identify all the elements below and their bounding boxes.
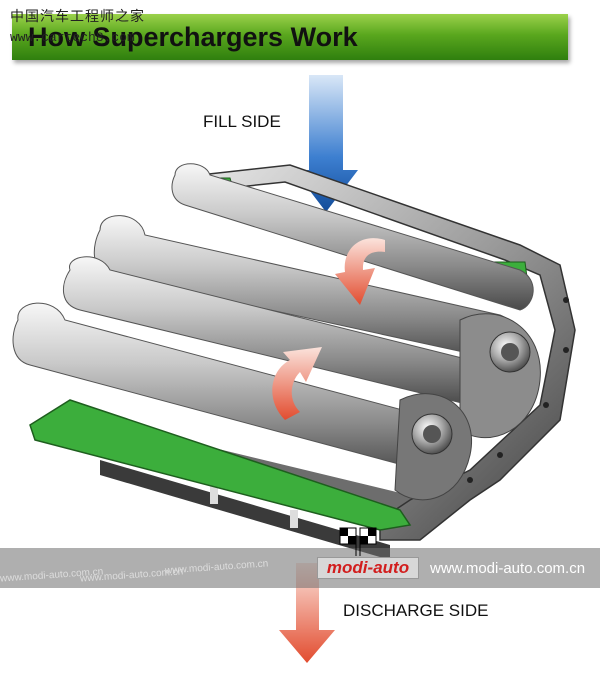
discharge-arrow-icon (279, 563, 335, 663)
rotor-shaft-boss (489, 331, 531, 373)
watermark-band (0, 548, 600, 588)
page-title: How Superchargers Work (28, 22, 358, 52)
curved-arrow-icon (335, 238, 385, 305)
watermark-url: www.cartech8.com (10, 30, 135, 45)
checkered-flag-icon (339, 527, 377, 556)
rotor-shaft-boss (411, 413, 453, 455)
curved-arrow-icon (272, 347, 322, 420)
gasket-green (29, 399, 412, 531)
watermark-chinese: 中国汽车工程师之家 (10, 9, 145, 25)
footer-url: www.modi-auto.com.cn (430, 560, 586, 577)
title-banner: How Superchargers Work (12, 14, 568, 60)
fill-side-label: FILL SIDE (203, 112, 281, 131)
logo-modi-auto: modi-auto (317, 557, 419, 579)
discharge-side-label: DISCHARGE SIDE (343, 601, 489, 620)
